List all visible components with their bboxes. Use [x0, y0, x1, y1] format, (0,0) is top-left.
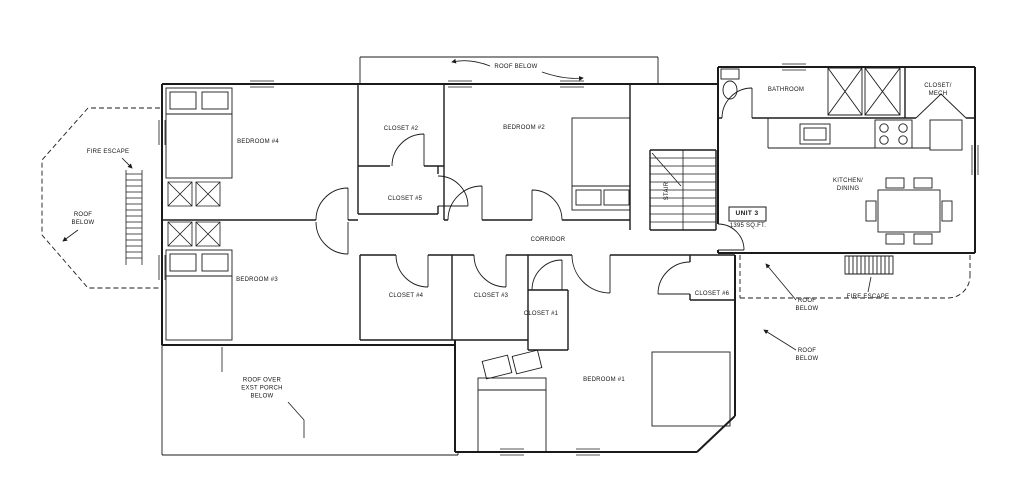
fire-escape-ladder-left — [125, 170, 143, 265]
label-fire-escape-left: FIRE ESCAPE — [86, 149, 130, 156]
chair — [913, 233, 933, 245]
door-bedroom2 — [447, 185, 483, 221]
door-bedroom4 — [315, 187, 349, 221]
exterior-walls — [161, 66, 976, 453]
sink-basin — [803, 127, 827, 141]
toilet-tank — [720, 68, 740, 80]
label-unit-area: 1395 SQ.FT. — [729, 223, 767, 230]
label-roof-below-left: ROOF BELOW — [71, 212, 95, 226]
door-bedroom3 — [315, 221, 349, 255]
chair — [865, 200, 877, 222]
octagon-roof-outline — [41, 107, 160, 289]
bed-bedroom4 — [165, 87, 233, 179]
door-closet1 — [531, 259, 563, 291]
beds — [165, 87, 731, 453]
bed-bedroom2 — [571, 117, 631, 211]
dining-table — [877, 189, 941, 233]
door-closet2 — [391, 133, 425, 167]
door-kitchen — [717, 223, 745, 251]
refrigerator — [929, 119, 963, 151]
pillow — [603, 189, 630, 206]
stair-treads — [650, 150, 716, 230]
pillow — [481, 354, 513, 380]
label-roof-over-porch: ROOF OVER EXST PORCH BELOW — [241, 377, 283, 399]
chair — [885, 233, 905, 245]
door-closet3 — [473, 254, 507, 288]
arrow-roof-below-left — [62, 229, 79, 242]
fire-escape-ladder-right — [844, 255, 894, 275]
label-roof-below-right-lower: ROOF BELOW — [795, 348, 819, 362]
label-kitchen-dining: KITCHEN/ DINING — [832, 178, 864, 192]
leader-porch-label-bottom — [287, 401, 305, 438]
label-closet6: CLOSET #6 — [694, 291, 730, 298]
bed-bedroom1 — [477, 349, 547, 453]
label-unit-name: UNIT 3 — [735, 209, 759, 217]
leader-lines — [62, 58, 872, 438]
door-closet-mech-bifold — [915, 93, 967, 119]
door-closet4 — [395, 254, 429, 288]
door-bedroom1 — [571, 254, 611, 294]
label-closet-mech: CLOSET/ MECH — [924, 83, 952, 97]
arrow-roof-below-top-right — [541, 71, 584, 81]
pillow — [201, 91, 229, 110]
burner — [898, 123, 908, 133]
chair — [913, 177, 933, 189]
bathroom-fixtures — [720, 67, 901, 116]
door-swings — [315, 87, 967, 295]
label-corridor: CORRIDOR — [530, 237, 566, 244]
pillow — [575, 189, 602, 206]
unit-label-box — [728, 206, 767, 222]
porch-roof-outline — [161, 345, 459, 456]
label-stair: STAIR — [664, 181, 671, 201]
dining-set — [865, 177, 953, 245]
fire-escape-platform-right — [739, 255, 971, 299]
pillow — [201, 253, 229, 272]
label-bathroom: BATHROOM — [767, 87, 805, 94]
toilet-bowl — [722, 80, 738, 100]
interior-walls — [162, 67, 975, 351]
mech-unit — [864, 67, 901, 116]
nightstands — [167, 181, 221, 247]
shower-unit — [827, 67, 863, 116]
door-bedroom2-closet — [531, 189, 563, 221]
label-closet2: CLOSET #2 — [383, 126, 419, 133]
leader-fire-escape-right — [867, 276, 872, 293]
sink — [799, 123, 831, 145]
door-bathroom — [721, 87, 753, 119]
bed-bedroom3 — [165, 249, 233, 341]
arrow-roof-below-top-left — [451, 58, 491, 67]
label-roof-below-right-upper: ROOF BELOW — [795, 298, 819, 312]
door-closet5 — [437, 175, 469, 207]
label-closet4: CLOSET #4 — [388, 293, 424, 300]
door-closet6 — [657, 261, 691, 295]
burner — [898, 135, 908, 145]
arrow-roof-below-right-lower — [763, 329, 797, 351]
pillow — [169, 253, 197, 272]
stove — [874, 119, 913, 149]
burner — [879, 123, 889, 133]
arrow-roof-below-right-upper — [765, 263, 797, 301]
kitchen-fixtures — [767, 118, 963, 151]
pillow — [169, 91, 197, 110]
label-bedroom1: BEDROOM #1 — [583, 377, 625, 384]
label-bedroom3: BEDROOM #3 — [236, 277, 278, 284]
roof-outline-top — [359, 56, 659, 84]
chair — [885, 177, 905, 189]
label-bedroom4: BEDROOM #4 — [237, 139, 279, 146]
burner — [879, 135, 889, 145]
label-closet3: CLOSET #3 — [473, 293, 509, 300]
arrow-fire-escape-left — [121, 157, 133, 169]
windows — [158, 63, 979, 456]
label-closet5: CLOSET #5 — [387, 196, 423, 203]
label-bedroom2: BEDROOM #2 — [503, 125, 545, 132]
label-roof-below-top: ROOF BELOW — [494, 64, 538, 71]
label-fire-escape-right: FIRE ESCAPE — [846, 294, 890, 301]
label-closet1: CLOSET #1 — [523, 311, 559, 318]
chair — [941, 200, 953, 222]
bed-bedroom1-second — [651, 351, 731, 427]
pillow — [511, 349, 543, 375]
